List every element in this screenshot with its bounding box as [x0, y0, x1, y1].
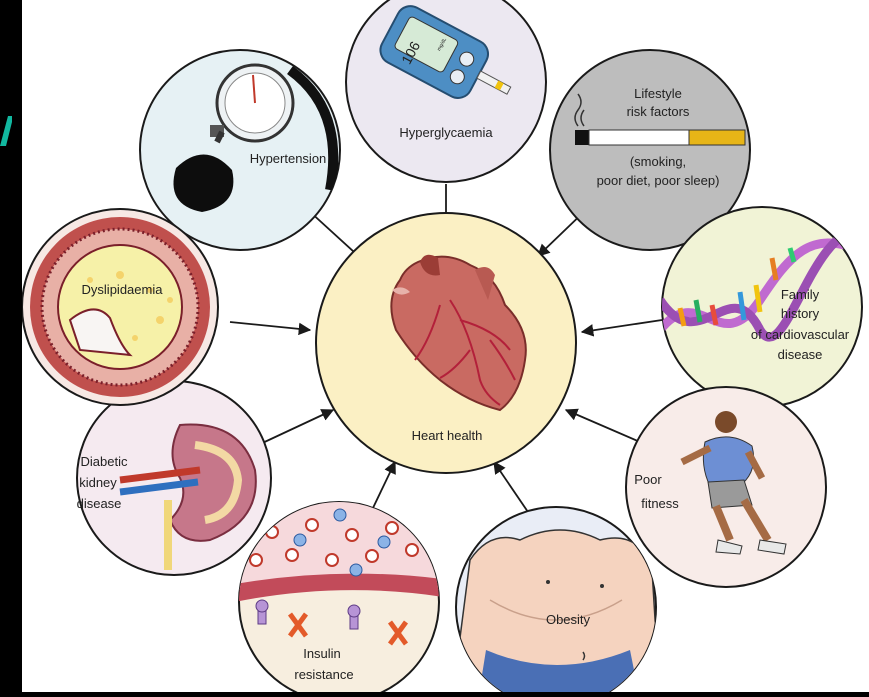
diagram-canvas: Hypertension 106 mg/dL	[22, 0, 869, 692]
diabetic-kidney-label-line2: kidney	[79, 475, 117, 490]
lifestyle-label-line3: (smoking,	[630, 154, 686, 169]
abdomen-icon	[452, 530, 660, 692]
poor-fitness-label-line2: fitness	[641, 496, 679, 511]
edge-marker	[0, 112, 12, 152]
diagram-svg: Hypertension 106 mg/dL	[22, 0, 869, 692]
node-obesity: Obesity	[452, 507, 660, 692]
arrow-poor-fitness	[566, 410, 640, 442]
insulin-resistance-label-line2: resistance	[294, 667, 353, 682]
family-history-label-line3: of cardiovascular	[751, 327, 850, 342]
arrow-family-history	[582, 320, 662, 332]
heart-health-label: Heart health	[412, 428, 483, 443]
diabetic-kidney-label-line1: Diabetic	[81, 454, 128, 469]
family-history-label-line4: disease	[778, 347, 823, 362]
dyslipidaemia-label: Dyslipidaemia	[82, 282, 164, 297]
node-family-history: Family history of cardiovascular disease	[660, 207, 862, 407]
hypertension-label: Hypertension	[250, 151, 327, 166]
lifestyle-label-line4: poor diet, poor sleep)	[597, 173, 720, 188]
lifestyle-label-line2: risk factors	[627, 104, 690, 119]
arrow-obesity	[494, 462, 528, 512]
diabetic-kidney-label-line3: disease	[77, 496, 122, 511]
node-hypertension: Hypertension	[140, 50, 340, 250]
family-history-label-line1: Family	[781, 287, 820, 302]
hyperglycaemia-label: Hyperglycaemia	[399, 125, 493, 140]
family-history-label-line2: history	[781, 306, 820, 321]
poor-fitness-label-line1: Poor	[634, 472, 662, 487]
node-hyperglycaemia: 106 mg/dL Hyperglycaemia	[346, 0, 546, 182]
insulin-resistance-label-line1: Insulin	[303, 646, 341, 661]
node-insulin-resistance: Insulin resistance	[230, 500, 450, 692]
arrow-diabetic-kidney	[256, 410, 333, 446]
obesity-label: Obesity	[546, 612, 591, 627]
artery-plaque-icon	[30, 217, 210, 397]
node-diabetic-kidney: Diabetic kidney disease	[77, 381, 271, 575]
lifestyle-label-line1: Lifestyle	[634, 86, 682, 101]
node-poor-fitness: Poor fitness	[626, 387, 826, 587]
arrow-dyslipidaemia	[230, 322, 310, 330]
node-heart-health: Heart health	[316, 213, 576, 473]
node-dyslipidaemia: Dyslipidaemia	[22, 209, 218, 405]
arrow-insulin-resistance	[372, 462, 395, 510]
